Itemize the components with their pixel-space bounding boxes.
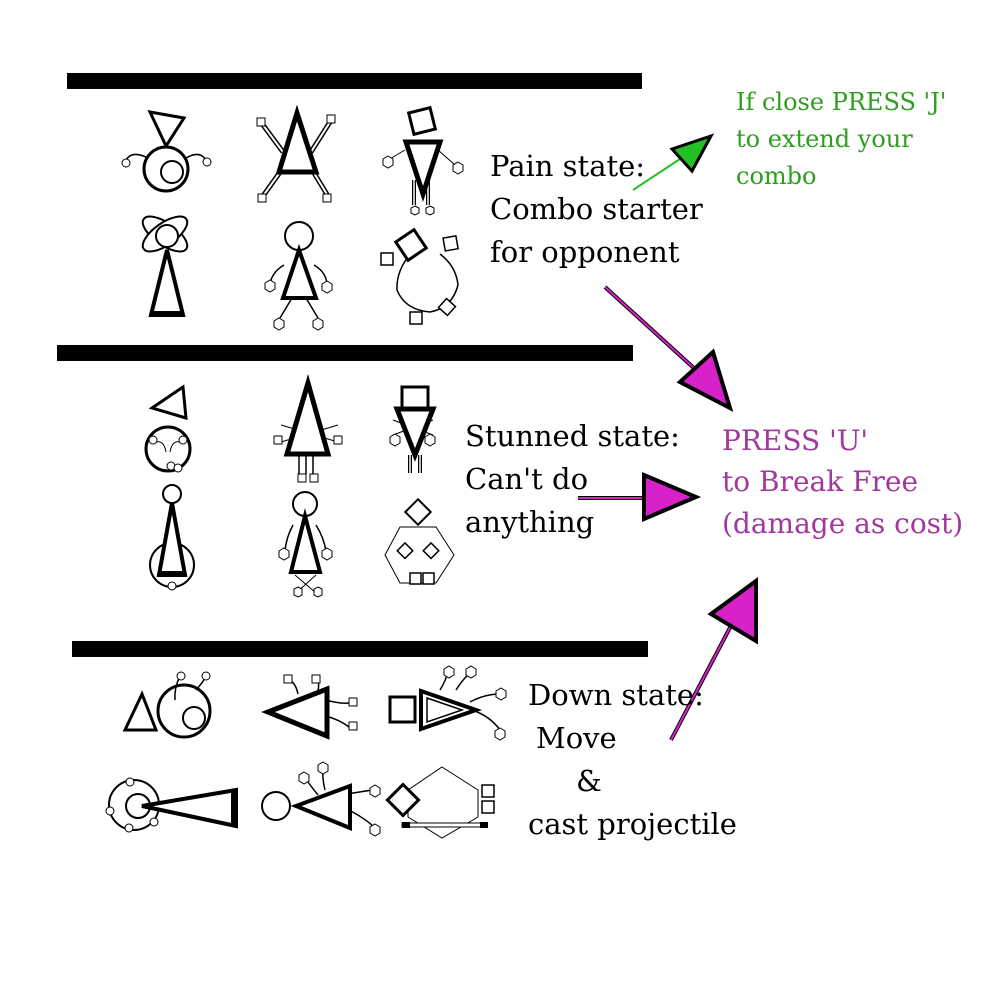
down-figure-square: [388, 665, 507, 741]
pain-figure-tall-triangle: [141, 215, 189, 317]
extend-combo-line-3: combo: [736, 162, 817, 191]
divider-bar-down: [72, 641, 648, 657]
down-figure-hexagon: [385, 766, 495, 839]
extend-combo-hint: If close PRESS 'J' to extend your combo: [736, 84, 946, 196]
pain-figure-stick: [264, 221, 333, 331]
arrow-pain-to-extend-combo: [632, 133, 715, 191]
stunned-figure-tall-triangle: [149, 484, 195, 591]
down-figure-triangle: [261, 674, 358, 740]
arrow-pain-to-break-free: [603, 285, 734, 412]
pain-state-line-2: Combo starter: [490, 191, 703, 226]
down-state-line-3: &: [576, 763, 602, 798]
break-free-line-1: PRESS 'U': [722, 424, 869, 457]
pain-figure-square: [382, 105, 464, 216]
stunned-state-title: Stunned state:: [465, 419, 680, 453]
extend-combo-line-2: to extend your: [736, 125, 913, 154]
pain-state-title: Pain state:: [490, 149, 646, 183]
stunned-figure-stick: [278, 491, 333, 598]
down-figure-stick: [261, 761, 381, 837]
down-state-description: Down state: Move & cast projectile: [528, 674, 737, 846]
stunned-state-line-3: anything: [465, 504, 595, 539]
pain-figure-triangle: [256, 104, 336, 203]
break-free-line-2: to Break Free: [722, 465, 919, 499]
stunned-figure-hexagon: [384, 497, 455, 585]
stunned-state-line-2: Can't do: [465, 461, 589, 496]
down-state-title: Down state:: [528, 678, 704, 712]
down-state-line-4: cast projectile: [528, 806, 737, 841]
break-free-hint: PRESS 'U' to Break Free (damage as cost): [722, 420, 963, 544]
pain-state-line-3: for opponent: [490, 234, 680, 269]
pain-state-description: Pain state: Combo starter for opponent: [490, 145, 703, 274]
arrow-down-to-break-free: [669, 577, 758, 741]
down-figure-wide-triangle: [105, 777, 238, 833]
stunned-figure-square: [389, 385, 437, 473]
pain-figure-circle: [121, 110, 212, 193]
divider-bar-pain: [67, 73, 642, 89]
pain-figure-broken-square: [380, 227, 459, 325]
arrow-stunned-to-break-free: [578, 471, 702, 523]
break-free-line-3: (damage as cost): [722, 506, 964, 540]
down-state-line-2: Move: [536, 720, 617, 755]
extend-combo-line-1: If close PRESS 'J': [736, 88, 947, 116]
stunned-figure-triangle: [273, 373, 343, 483]
stunned-figure-circle: [144, 384, 192, 473]
divider-bar-stunned: [57, 345, 633, 361]
stunned-state-description: Stunned state: Can't do anything: [465, 415, 680, 544]
down-figure-circle: [122, 671, 212, 739]
